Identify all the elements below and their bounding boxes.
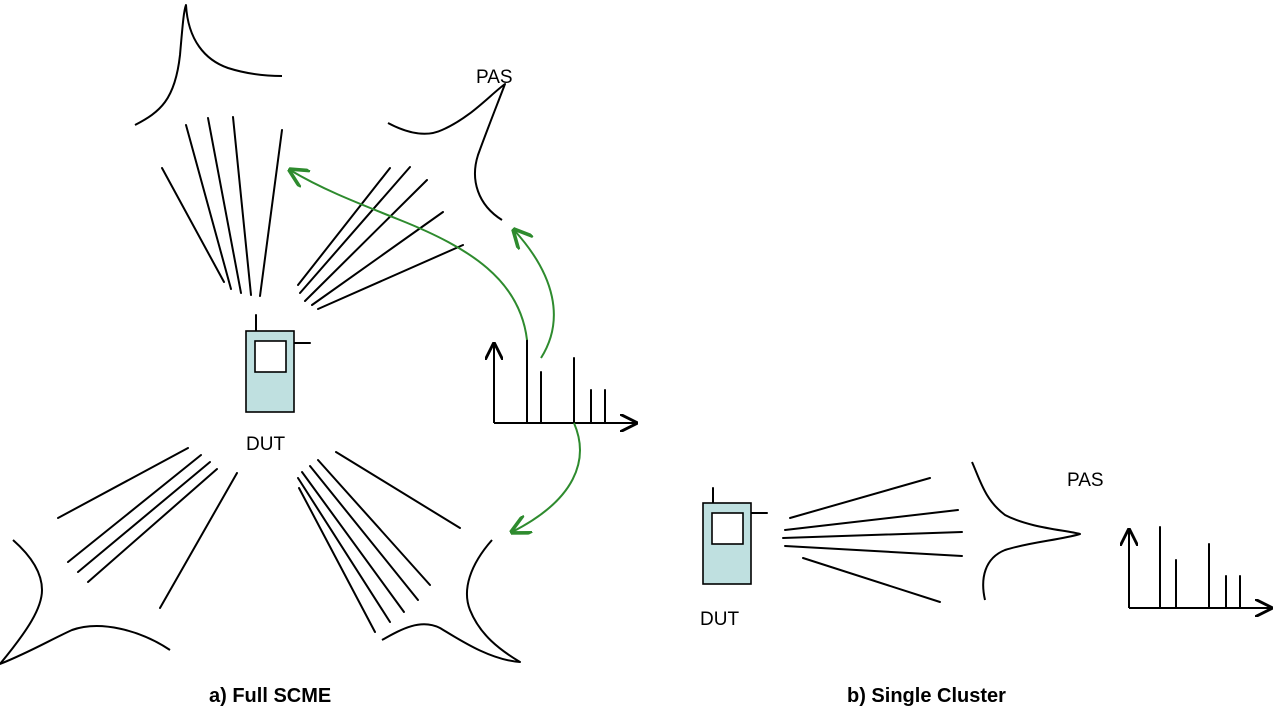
ray [802, 557, 941, 603]
cluster-top-right: PAS [297, 67, 513, 310]
pas-curve-top-right [387, 83, 506, 221]
ray [297, 477, 391, 623]
ray [309, 465, 419, 601]
ray [77, 461, 211, 573]
pas-curve-top-left [134, 4, 283, 126]
cluster-top-left [134, 4, 283, 297]
arrow-to-top-left [290, 170, 528, 341]
ray [87, 468, 218, 583]
dut-device-a: DUT [245, 314, 311, 455]
pas-curve-single [971, 461, 1081, 601]
pas-label-a: PAS [476, 67, 513, 88]
ray [161, 167, 225, 283]
cluster-bottom-right [297, 451, 521, 663]
ray [259, 129, 283, 297]
cluster-single: PAS [782, 461, 1104, 603]
pas-curve-bottom-right [381, 539, 521, 663]
pas-label-b: PAS [1067, 470, 1104, 491]
pas-curve-bottom-left [0, 539, 171, 665]
ray [789, 477, 931, 519]
ray [317, 459, 431, 586]
ray [335, 451, 461, 529]
ray [232, 116, 252, 296]
ray [159, 472, 238, 609]
ray [297, 167, 391, 286]
dut-device-b: DUT [700, 487, 768, 630]
ray [298, 487, 376, 633]
dut-label-a: DUT [246, 434, 285, 455]
ray [784, 509, 959, 531]
ray [299, 166, 411, 294]
caption-a: a) Full SCME [209, 685, 331, 707]
ray [301, 471, 405, 613]
panel-a: PAS DUT [0, 4, 636, 707]
delay-profile-b [1129, 526, 1271, 608]
dut-screen [711, 512, 744, 545]
ray [57, 447, 189, 519]
ray [782, 531, 963, 539]
ray [185, 124, 232, 290]
arrow-to-top-right [514, 230, 555, 359]
dut-screen [254, 340, 287, 373]
arrow-to-bottom-right [512, 422, 581, 532]
tap-mapping-arrows [290, 170, 581, 532]
ray [784, 545, 963, 557]
ray [311, 211, 444, 306]
ray [317, 244, 464, 310]
cluster-bottom-left [0, 447, 238, 665]
dut-label-b: DUT [700, 609, 739, 630]
ray [207, 117, 242, 294]
delay-profile-a [494, 339, 636, 423]
panel-b: DUT PAS b) Single Cluster [700, 461, 1271, 707]
caption-b: b) Single Cluster [847, 685, 1006, 707]
ray [67, 454, 202, 563]
ray [304, 179, 428, 302]
